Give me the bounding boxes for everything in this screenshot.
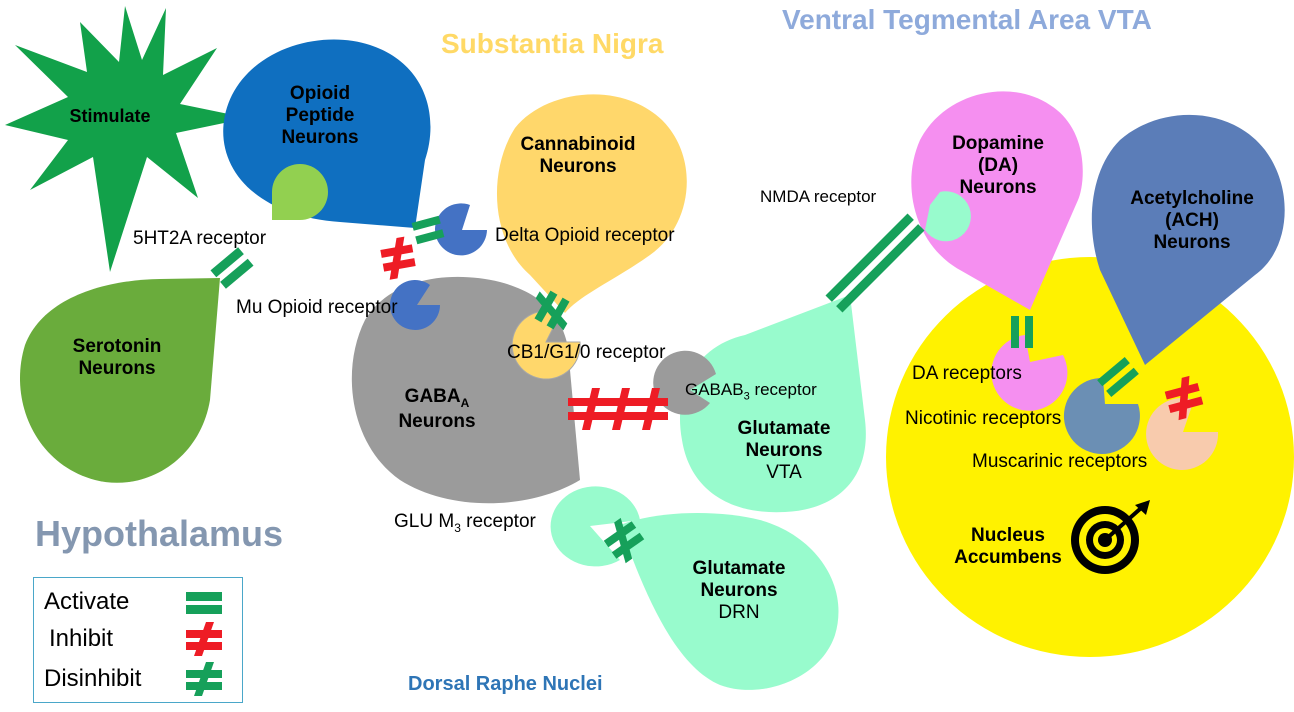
activate-da xyxy=(1011,316,1033,348)
region-dorsal-raphe: Dorsal Raphe Nuclei xyxy=(408,673,603,695)
region-substantia-nigra: Substantia Nigra xyxy=(441,28,664,59)
gabab-receptor-label: GABAB3 receptor xyxy=(685,380,817,403)
dopamine-neuron-label: Dopamine(DA)Neurons xyxy=(952,133,1044,198)
muscarinic-receptor-label: Muscarinic receptors xyxy=(972,451,1148,472)
dopamine-neuron-shape xyxy=(911,91,1083,310)
activate-delta xyxy=(411,215,445,245)
mu-receptor-shape xyxy=(390,280,440,330)
stimulate-star xyxy=(5,6,248,272)
da-receptor-label: DA receptors xyxy=(912,363,1022,384)
activate-nmda xyxy=(825,213,925,313)
glutamate-drn-neuron-shape xyxy=(620,513,839,690)
inhibit-icon xyxy=(186,622,222,656)
nmda-receptor-shape xyxy=(925,191,971,242)
activate-nicotinic xyxy=(1097,357,1139,397)
legend-activate-label: Activate xyxy=(44,588,130,615)
disinhibit-icon xyxy=(186,662,222,696)
acetylcholine-neuron-shape xyxy=(1091,114,1285,365)
gaba-neuron-label: GABAA Neurons xyxy=(398,386,476,432)
disinhibit-cb1 xyxy=(534,290,570,331)
cb1-receptor-label: CB1/G1/0 receptor xyxy=(507,342,666,363)
muscarinic-receptor-shape xyxy=(1146,397,1219,470)
stimulate-label: Stimulate xyxy=(69,106,151,126)
glu-receptor-shape xyxy=(550,486,640,567)
inhibit-mu xyxy=(380,236,416,280)
region-vta: Ventral Tegmental Area VTA xyxy=(782,4,1152,35)
activate-icon xyxy=(186,592,222,614)
disinhibit-glu xyxy=(603,517,645,564)
legend-disinhibit-label: Disinhibit xyxy=(44,665,142,692)
serotonin-neuron-shape xyxy=(19,278,220,483)
target-icon xyxy=(1071,500,1150,574)
glutamate-vta-neuron-shape xyxy=(679,295,866,513)
legend: Activate Inhibit Disinhibit xyxy=(33,577,243,703)
inhibit-muscarinic xyxy=(1164,375,1204,421)
mu-receptor-label: Mu Opioid receptor xyxy=(236,297,398,318)
ht2a-receptor-label: 5HT2A receptor xyxy=(133,228,267,249)
nicotinic-receptor-shape xyxy=(1063,377,1140,454)
nucleus-accumbens-region xyxy=(886,257,1294,657)
delta-receptor-label: Delta Opioid receptor xyxy=(495,225,675,246)
activate-5ht2a xyxy=(210,247,254,289)
cannabinoid-neuron-shape xyxy=(496,94,687,313)
gabab-receptor-shape xyxy=(653,350,716,415)
legend-inhibit-label: Inhibit xyxy=(49,625,114,652)
delta-receptor-shape xyxy=(435,203,487,256)
nicotinic-receptor-label: Nicotinic receptors xyxy=(905,408,1062,429)
nmda-receptor-label: NMDA receptor xyxy=(760,187,877,206)
da-receptor-shape xyxy=(991,335,1068,411)
region-hypothalamus: Hypothalamus xyxy=(35,513,284,554)
inhibit-gabab xyxy=(568,388,668,430)
ht2a-receptor-shape xyxy=(272,164,328,220)
acetylcholine-neuron-label: Acetylcholine(ACH)Neurons xyxy=(1130,188,1254,253)
glu-receptor-label: GLU M3 receptor xyxy=(394,511,536,535)
